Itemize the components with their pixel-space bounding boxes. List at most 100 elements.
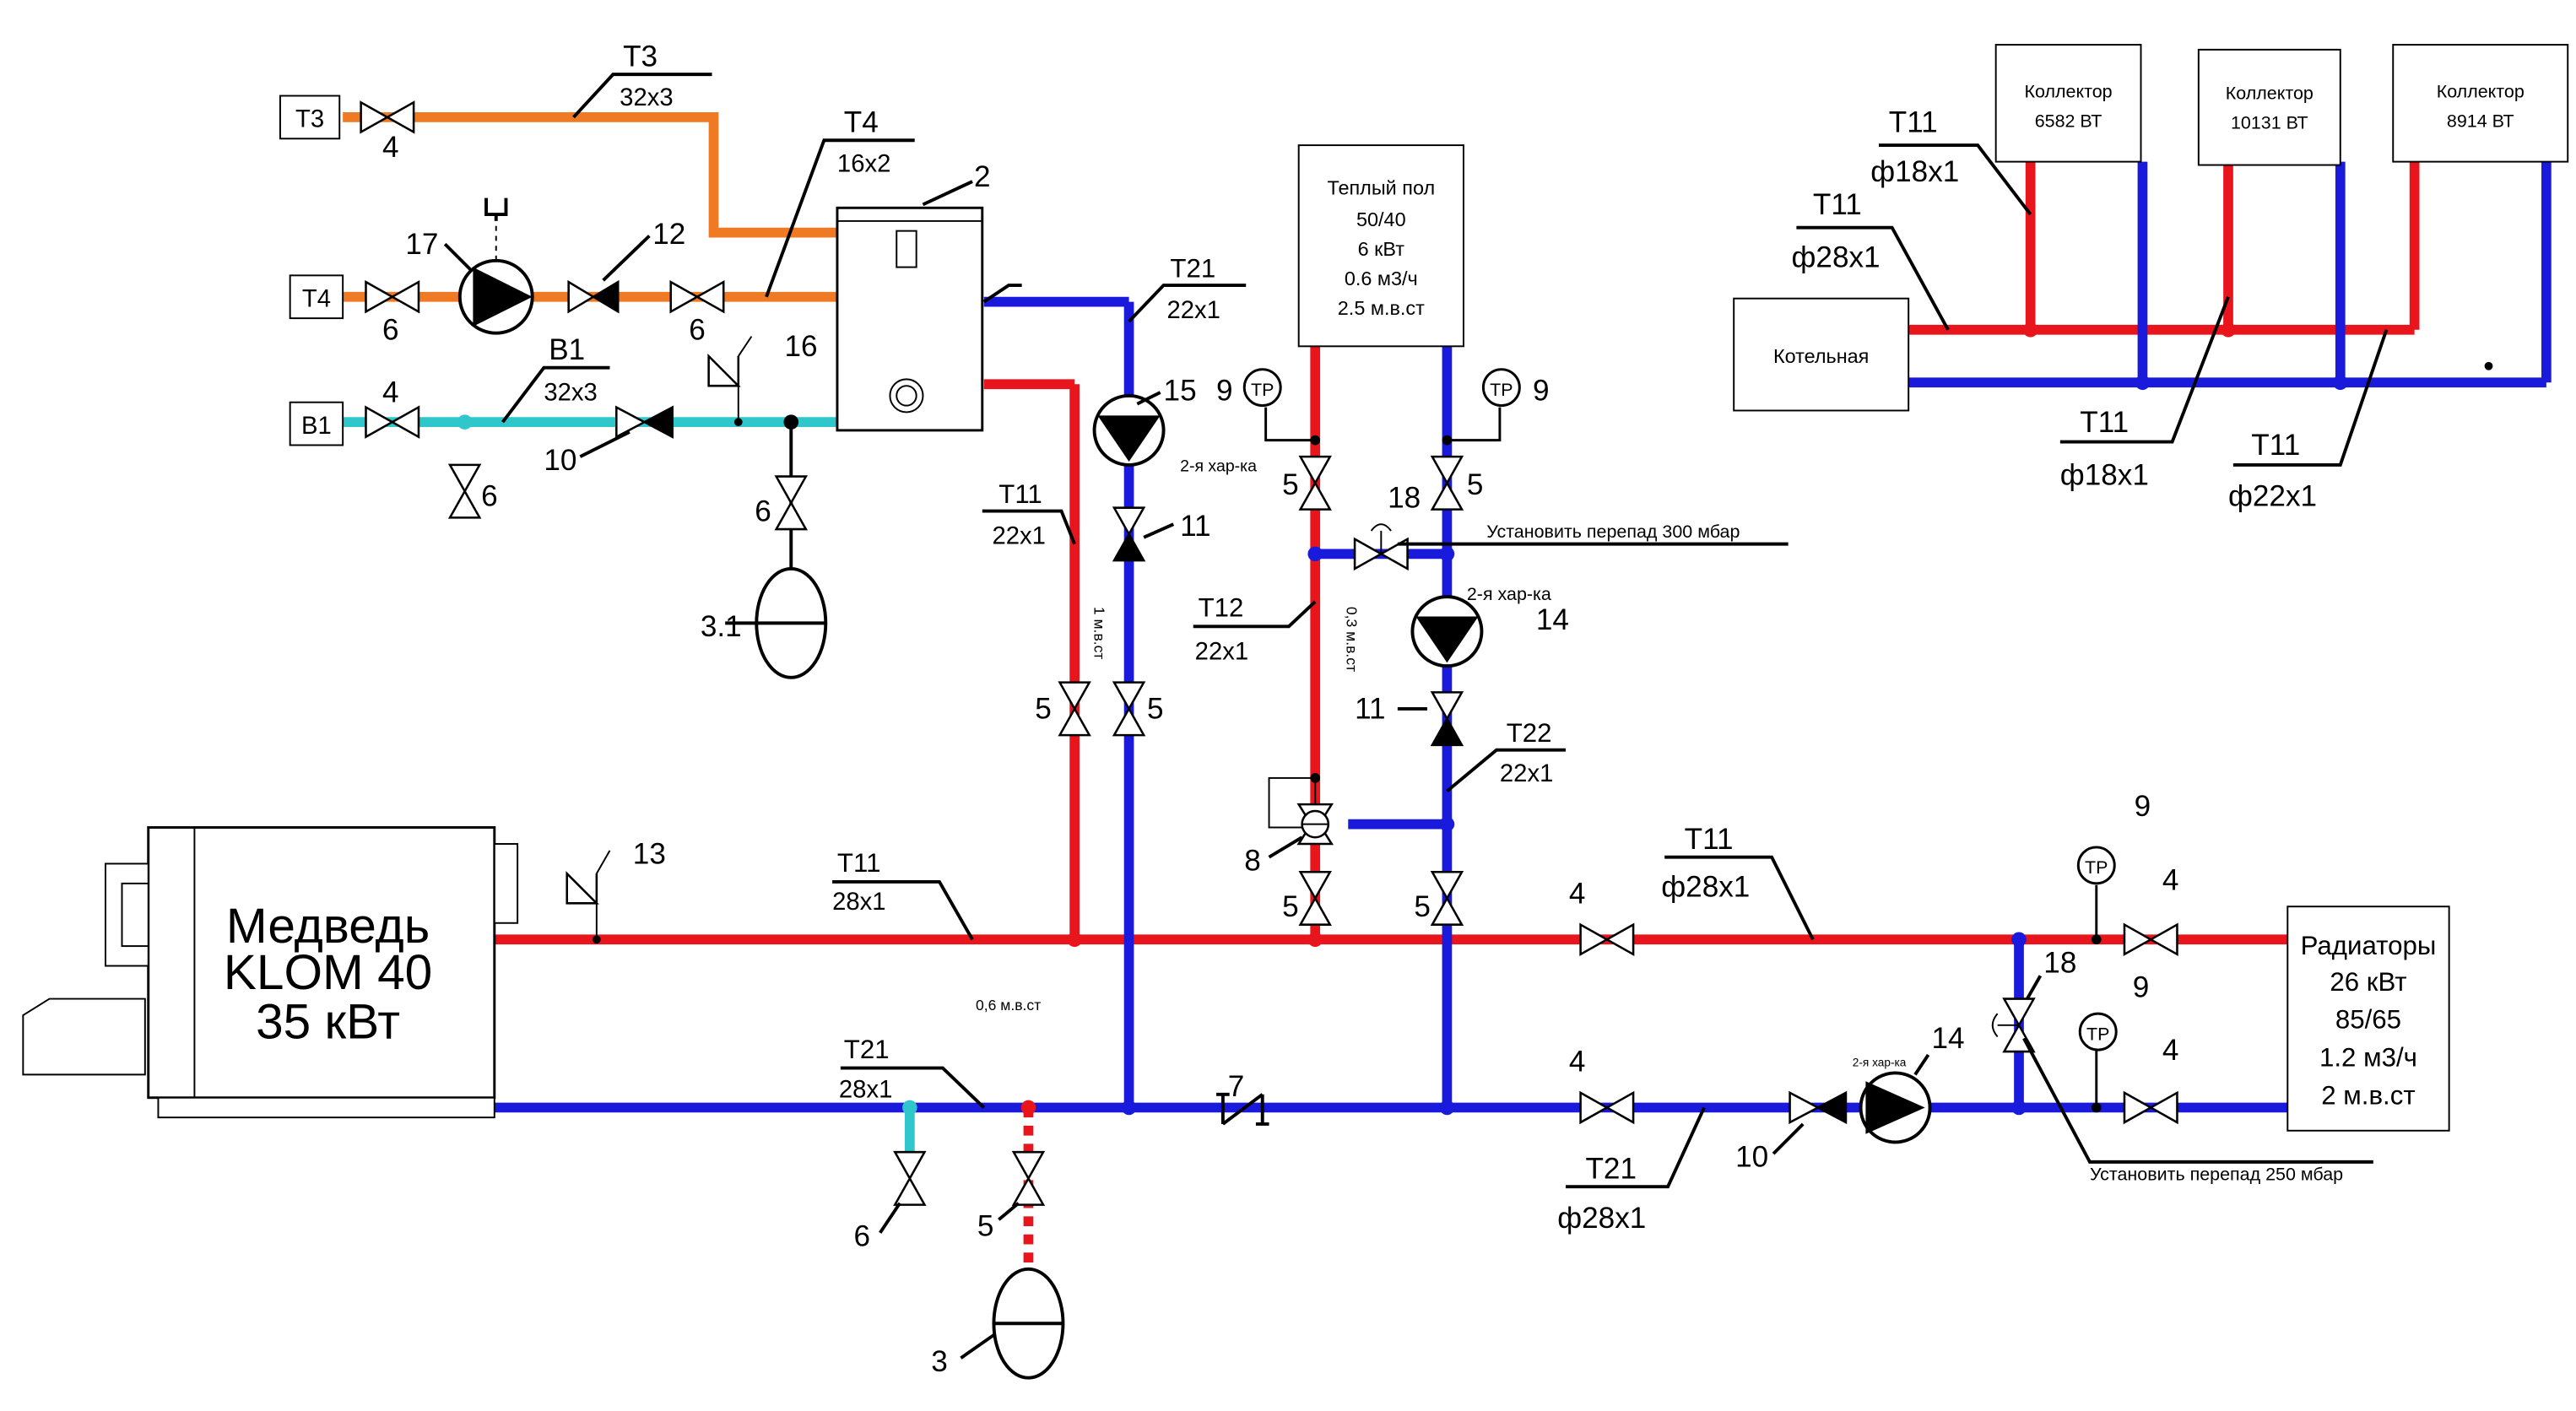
svg-text:4: 4 [2162, 864, 2179, 897]
junctions [457, 322, 2348, 1116]
svg-text:22х1: 22х1 [992, 522, 1045, 550]
svg-text:32х3: 32х3 [544, 379, 597, 407]
valve-b1 [365, 406, 420, 438]
svg-text:6582 ВТ: 6582 ВТ [2035, 111, 2102, 132]
svg-text:В1: В1 [301, 412, 332, 440]
water-heater-tank: 2 [836, 160, 991, 432]
pump-14-rad [1859, 1071, 1932, 1144]
svg-text:14: 14 [1536, 603, 1569, 636]
pump-15-char: 2-я хар-ка [1180, 457, 1257, 476]
svg-text:Т21: Т21 [844, 1035, 890, 1064]
svg-text:6: 6 [689, 314, 706, 347]
svg-text:6: 6 [481, 480, 498, 513]
valve-rad-return [1579, 1091, 1635, 1124]
svg-text:Т11: Т11 [2080, 406, 2129, 439]
svg-text:Т3: Т3 [623, 40, 658, 73]
svg-text:22х1: 22х1 [1166, 296, 1220, 324]
svg-text:50/40: 50/40 [1356, 208, 1406, 230]
svg-text:Т22: Т22 [1507, 718, 1552, 748]
check-valve-11-floor [1430, 691, 1464, 747]
safety-valve-13 [566, 850, 611, 940]
strainer-7 [1216, 1092, 1269, 1126]
svg-text:ф28х1: ф28х1 [1557, 1202, 1646, 1235]
svg-text:Радиаторы: Радиаторы [2301, 931, 2437, 960]
check-valve-10-rad [1789, 1090, 1848, 1125]
svg-text:14: 14 [1932, 1022, 1965, 1055]
svg-text:12: 12 [652, 218, 685, 251]
svg-text:5: 5 [1282, 890, 1299, 923]
svg-text:Т11: Т11 [998, 479, 1042, 509]
svg-text:5: 5 [977, 1210, 994, 1243]
expansion-tank-3-1: 3.1 [701, 566, 828, 679]
svg-text:7: 7 [1228, 1070, 1245, 1103]
svg-text:28х1: 28х1 [832, 888, 885, 916]
valve-floor-return [1431, 455, 1464, 511]
svg-text:5: 5 [1147, 693, 1164, 726]
svg-text:6: 6 [853, 1219, 870, 1252]
svg-text:85/65: 85/65 [2335, 1005, 2401, 1035]
svg-text:Котельная: Котельная [1773, 345, 1869, 367]
svg-text:11: 11 [1355, 693, 1385, 726]
svg-text:32х3: 32х3 [620, 84, 673, 111]
bypass-valve-floor [1353, 523, 1409, 570]
dp-250-note: Установить перепад 250 мбар [2090, 1164, 2343, 1184]
svg-text:13: 13 [633, 837, 666, 870]
svg-text:17: 17 [405, 228, 438, 261]
svg-text:Коллектор: Коллектор [2437, 81, 2525, 101]
svg-text:В1: В1 [549, 333, 585, 366]
valve-tank-supply [1058, 681, 1090, 737]
floor-heating-box: Теплый пол 50/40 6 кВт 0.6 м3/ч 2.5 м.в.… [1297, 144, 1464, 348]
safety-valve-16 [707, 336, 753, 423]
svg-text:ТР: ТР [1251, 380, 1274, 400]
svg-text:ф28х1: ф28х1 [1792, 241, 1881, 274]
boiler-klom: Медведь KLOM 40 35 кВт [22, 826, 519, 1119]
svg-text:10131 ВТ: 10131 ВТ [2231, 113, 2308, 133]
svg-text:22х1: 22х1 [1500, 760, 1553, 787]
svg-text:ТР: ТР [1490, 380, 1513, 400]
check-valve-12 [567, 279, 620, 314]
svg-text:ф18х1: ф18х1 [1870, 155, 1959, 188]
svg-text:4: 4 [2162, 1034, 2179, 1067]
label-2: 2 [974, 160, 991, 193]
svg-text:9: 9 [2135, 790, 2151, 823]
svg-text:5: 5 [1035, 693, 1052, 726]
svg-text:6: 6 [382, 314, 399, 347]
svg-text:2.5 м.в.ст: 2.5 м.в.ст [1338, 297, 1425, 319]
pump-15 [1092, 393, 1166, 467]
svg-text:6: 6 [755, 495, 771, 527]
bypass-valve-rad [1991, 1013, 2020, 1038]
svg-text:Коллектор: Коллектор [2226, 83, 2314, 103]
svg-text:ф28х1: ф28х1 [1661, 871, 1750, 904]
radiators-box: Радиаторы 26 кВт 85/65 1.2 м3/ч 2 м.в.ст [2286, 906, 2450, 1132]
valve-exp-3-1 [775, 475, 808, 531]
svg-text:Теплый пол: Теплый пол [1327, 177, 1435, 199]
gauge-floor-right: ТР [1447, 368, 1521, 442]
valve-drain-return [894, 1150, 926, 1206]
svg-text:Т11: Т11 [1889, 105, 1938, 138]
expansion-tank-3: 3 [931, 1267, 1065, 1380]
svg-text:Т3: Т3 [295, 105, 324, 133]
svg-text:Т21: Т21 [1170, 253, 1215, 283]
pump-14-rad-char: 2-я хар-ка [1853, 1057, 1907, 1069]
terminal-b1: В1 [289, 401, 344, 446]
check-valve-11-tank [1112, 506, 1146, 562]
svg-text:10: 10 [1735, 1141, 1768, 1174]
notes: 2-я хар-ка 2-я хар-ка 2-я хар-ка Установ… [976, 457, 2343, 1185]
svg-text:Т11: Т11 [837, 848, 881, 878]
svg-text:ф18х1: ф18х1 [2060, 458, 2149, 491]
svg-text:22х1: 22х1 [1195, 637, 1248, 665]
svg-text:15: 15 [1164, 375, 1197, 408]
boiler-model: KLOM 40 [224, 945, 432, 1000]
check-valve-10-b1 [615, 405, 674, 439]
collector-3: Коллектор 8914 ВТ [2392, 44, 2569, 163]
valve-floor-main [1431, 870, 1464, 926]
head-1-note: 1 м.в.ст [1091, 607, 1108, 660]
svg-text:ТР: ТР [2085, 857, 2108, 878]
gauge-rad-return: ТР [2078, 1012, 2118, 1108]
svg-text:Т4: Т4 [302, 284, 331, 312]
svg-text:Коллектор: Коллектор [2025, 81, 2113, 101]
valve-t3 [360, 101, 415, 133]
svg-text:26 кВт: 26 кВт [2330, 967, 2406, 997]
svg-text:Т11: Т11 [2251, 429, 2300, 462]
